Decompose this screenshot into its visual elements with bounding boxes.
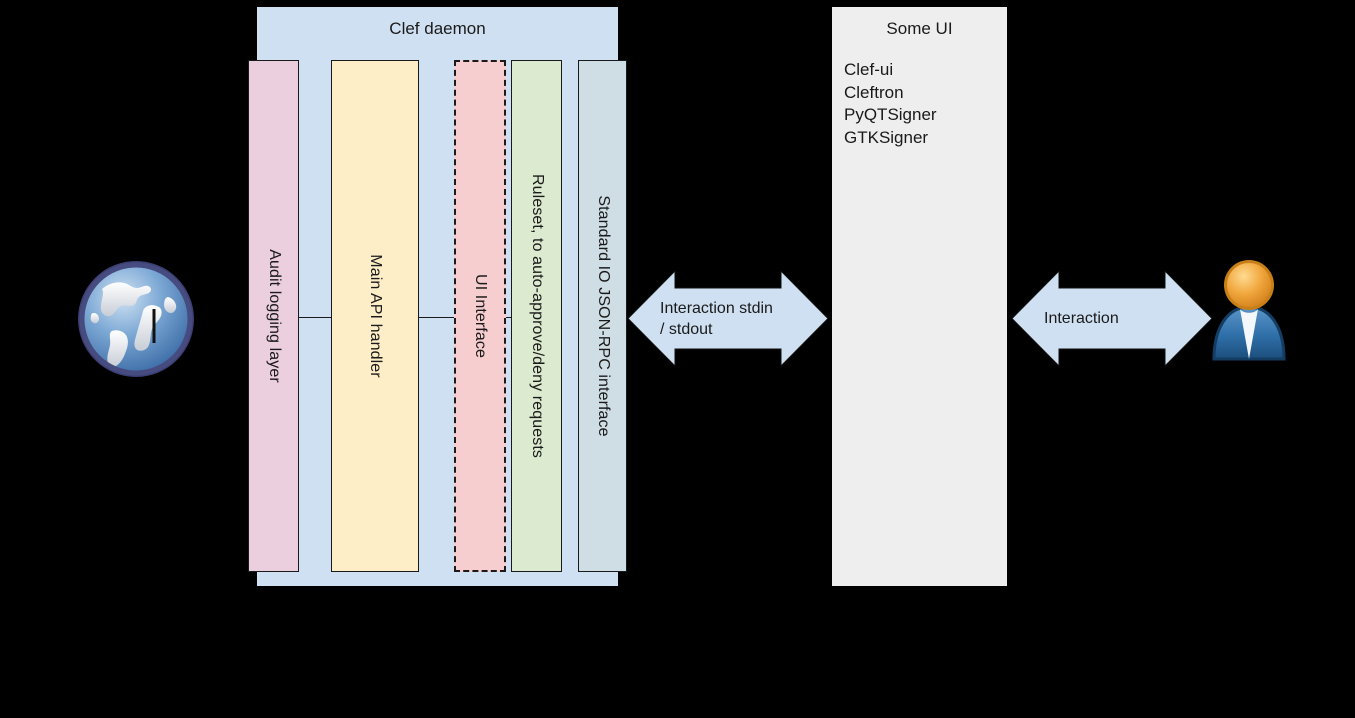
arrow-ui-to-user-label: Interaction [1044,271,1194,366]
arrow-daemon-to-ui-label: Interaction stdin / stdout [660,271,810,366]
daemon-column-standard-io-json-rpc[interactable]: Standard IO JSON-RPC interface [578,60,627,572]
list-item: Clef-ui [844,60,894,79]
daemon-column-label: Standard IO JSON-RPC interface [594,195,612,437]
daemon-column-ui-interface[interactable]: UI Interface [454,60,506,572]
arrow-label-line-1: Interaction stdin [660,299,773,317]
user-icon [1212,260,1286,361]
list-item: Cleftron [844,82,904,102]
list-item: GTKSigner [844,127,929,147]
clef-daemon-container [257,7,618,586]
list-item: PyQTSigner [844,105,937,124]
daemon-column-label: UI Interface [472,274,489,358]
some-ui-title: Some UI [886,19,953,38]
daemon-column-audit-logging-layer[interactable]: Audit logging layer [248,60,299,572]
arrow-label-line-1: Interaction [1044,310,1119,327]
arrow-daemon-to-ui: Interaction stdin / stdout [628,271,828,366]
daemon-column-label: Ruleset, to auto-approve/deny requests [528,174,546,458]
daemon-column-label: Audit logging layer [265,249,283,383]
globe-icon [78,261,194,377]
some-ui-list: Clef-ui Cleftron PyQTSigner GTKSigner [844,59,937,149]
daemon-column-main-api-handler[interactable]: Main API handler [331,60,419,572]
arrow-ui-to-user: Interaction [1012,271,1212,366]
double-arrow-icon [628,271,828,366]
double-arrow-icon [1012,271,1212,366]
clef-daemon-title: Clef daemon [389,19,486,38]
daemon-column-label: Main API handler [367,254,384,378]
daemon-column-ruleset[interactable]: Ruleset, to auto-approve/deny requests [511,60,562,572]
some-ui-container: Some UI Clef-ui Cleftron PyQTSigner GTKS… [832,7,1007,586]
connector-audit-to-api [298,317,332,318]
arrow-label-line-2: / stdout [660,320,713,338]
